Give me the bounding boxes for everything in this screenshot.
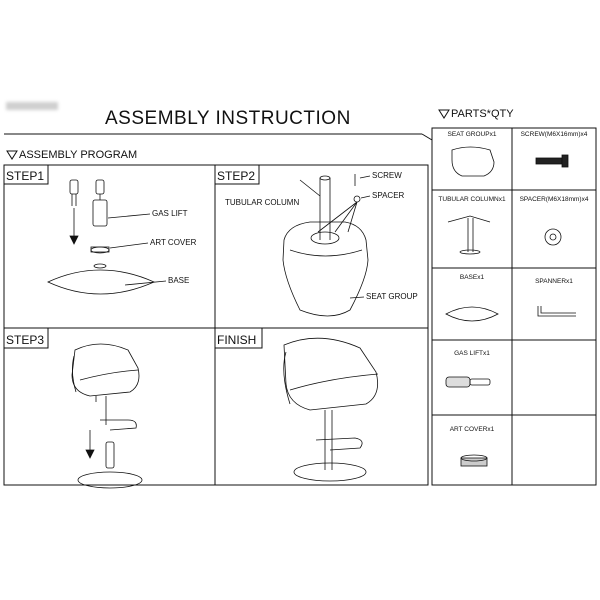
tubular-column-label: TUBULAR COLUMN xyxy=(225,198,300,207)
page-title: ASSEMBLY INSTRUCTION xyxy=(105,108,351,129)
parts-header: PARTS*QTY xyxy=(438,108,514,120)
finish-label: FINISH xyxy=(217,333,257,347)
gas-lift-label: GAS LIFT xyxy=(152,209,188,218)
part-screw: SCREW(M6X16mm)x4 xyxy=(520,131,588,138)
step3-drawing xyxy=(71,343,143,489)
triangle-icon xyxy=(6,151,16,160)
part-art-cover: ART COVERx1 xyxy=(449,426,495,433)
part-base: BASEx1 xyxy=(459,274,485,281)
spacer-label: SPACER xyxy=(372,191,405,200)
triangle-icon xyxy=(438,110,448,119)
part-spacer: SPACER(M6X18mm)x4 xyxy=(519,196,589,203)
seat-group-label: SEAT GROUP xyxy=(366,292,418,301)
step2-drawing xyxy=(282,174,371,317)
part-seat-group: SEAT GROUPx1 xyxy=(447,131,497,138)
art-cover-label: ART COVER xyxy=(150,238,197,247)
parts-icons xyxy=(445,146,576,467)
part-spanner: SPANNERx1 xyxy=(535,278,573,285)
step3-label: STEP3 xyxy=(6,333,45,347)
step1-drawing xyxy=(47,179,167,295)
assembly-program-header: ASSEMBLY PROGRAM xyxy=(6,149,137,161)
part-tubular-column: TUBULAR COLUMNx1 xyxy=(438,196,506,203)
base-label: BASE xyxy=(168,276,190,285)
step1-label: STEP1 xyxy=(6,169,45,183)
blurred-logo xyxy=(6,102,58,110)
step2-label: STEP2 xyxy=(217,169,256,183)
part-gas-lift: GAS LIFTx1 xyxy=(454,350,490,357)
screw-label: SCREW xyxy=(372,171,402,180)
finish-drawing xyxy=(283,337,379,482)
